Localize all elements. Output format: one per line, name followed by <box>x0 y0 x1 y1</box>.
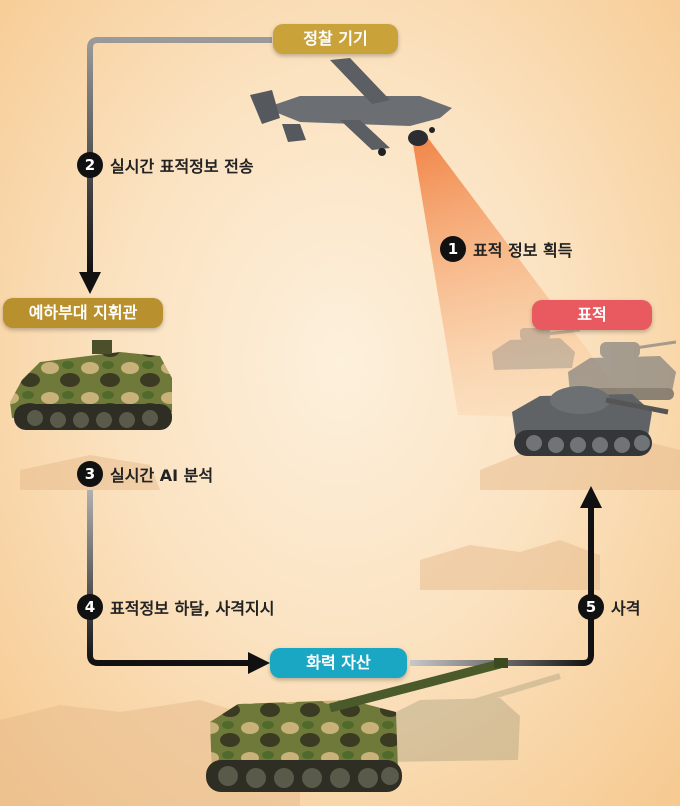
step-4-text: 표적정보 하달, 사격지시 <box>110 599 275 618</box>
step-4: 4 표적정보 하달, 사격지시 <box>77 594 274 620</box>
step-1-text: 표적 정보 획득 <box>473 241 573 260</box>
step-2-text: 실시간 표적정보 전송 <box>110 157 254 176</box>
step-2-badge: 2 <box>77 152 103 178</box>
step-5: 5 사격 <box>578 594 640 620</box>
subordinate-commander-label: 예하부대 지휘관 <box>3 298 163 328</box>
step-5-text: 사격 <box>611 599 641 618</box>
step-1: 1 표적 정보 획득 <box>440 236 572 262</box>
flow-arrows <box>79 37 602 674</box>
step-2: 2 실시간 표적정보 전송 <box>77 152 254 178</box>
recon-drone-image <box>250 58 452 156</box>
target-label: 표적 <box>532 300 652 330</box>
step-5-badge: 5 <box>578 594 604 620</box>
target-tanks-image <box>492 328 677 456</box>
step-3: 3 실시간 AI 분석 <box>77 461 213 487</box>
recon-device-label: 정찰 기기 <box>273 24 398 54</box>
step-3-badge: 3 <box>77 461 103 487</box>
step-1-badge: 1 <box>440 236 466 262</box>
sensor-beam <box>412 138 640 420</box>
step-3-text: 실시간 AI 분석 <box>110 466 214 485</box>
step-4-badge: 4 <box>77 594 103 620</box>
artillery-image <box>206 658 561 792</box>
command-vehicle-image <box>10 340 172 430</box>
fire-asset-label: 화력 자산 <box>270 648 407 678</box>
